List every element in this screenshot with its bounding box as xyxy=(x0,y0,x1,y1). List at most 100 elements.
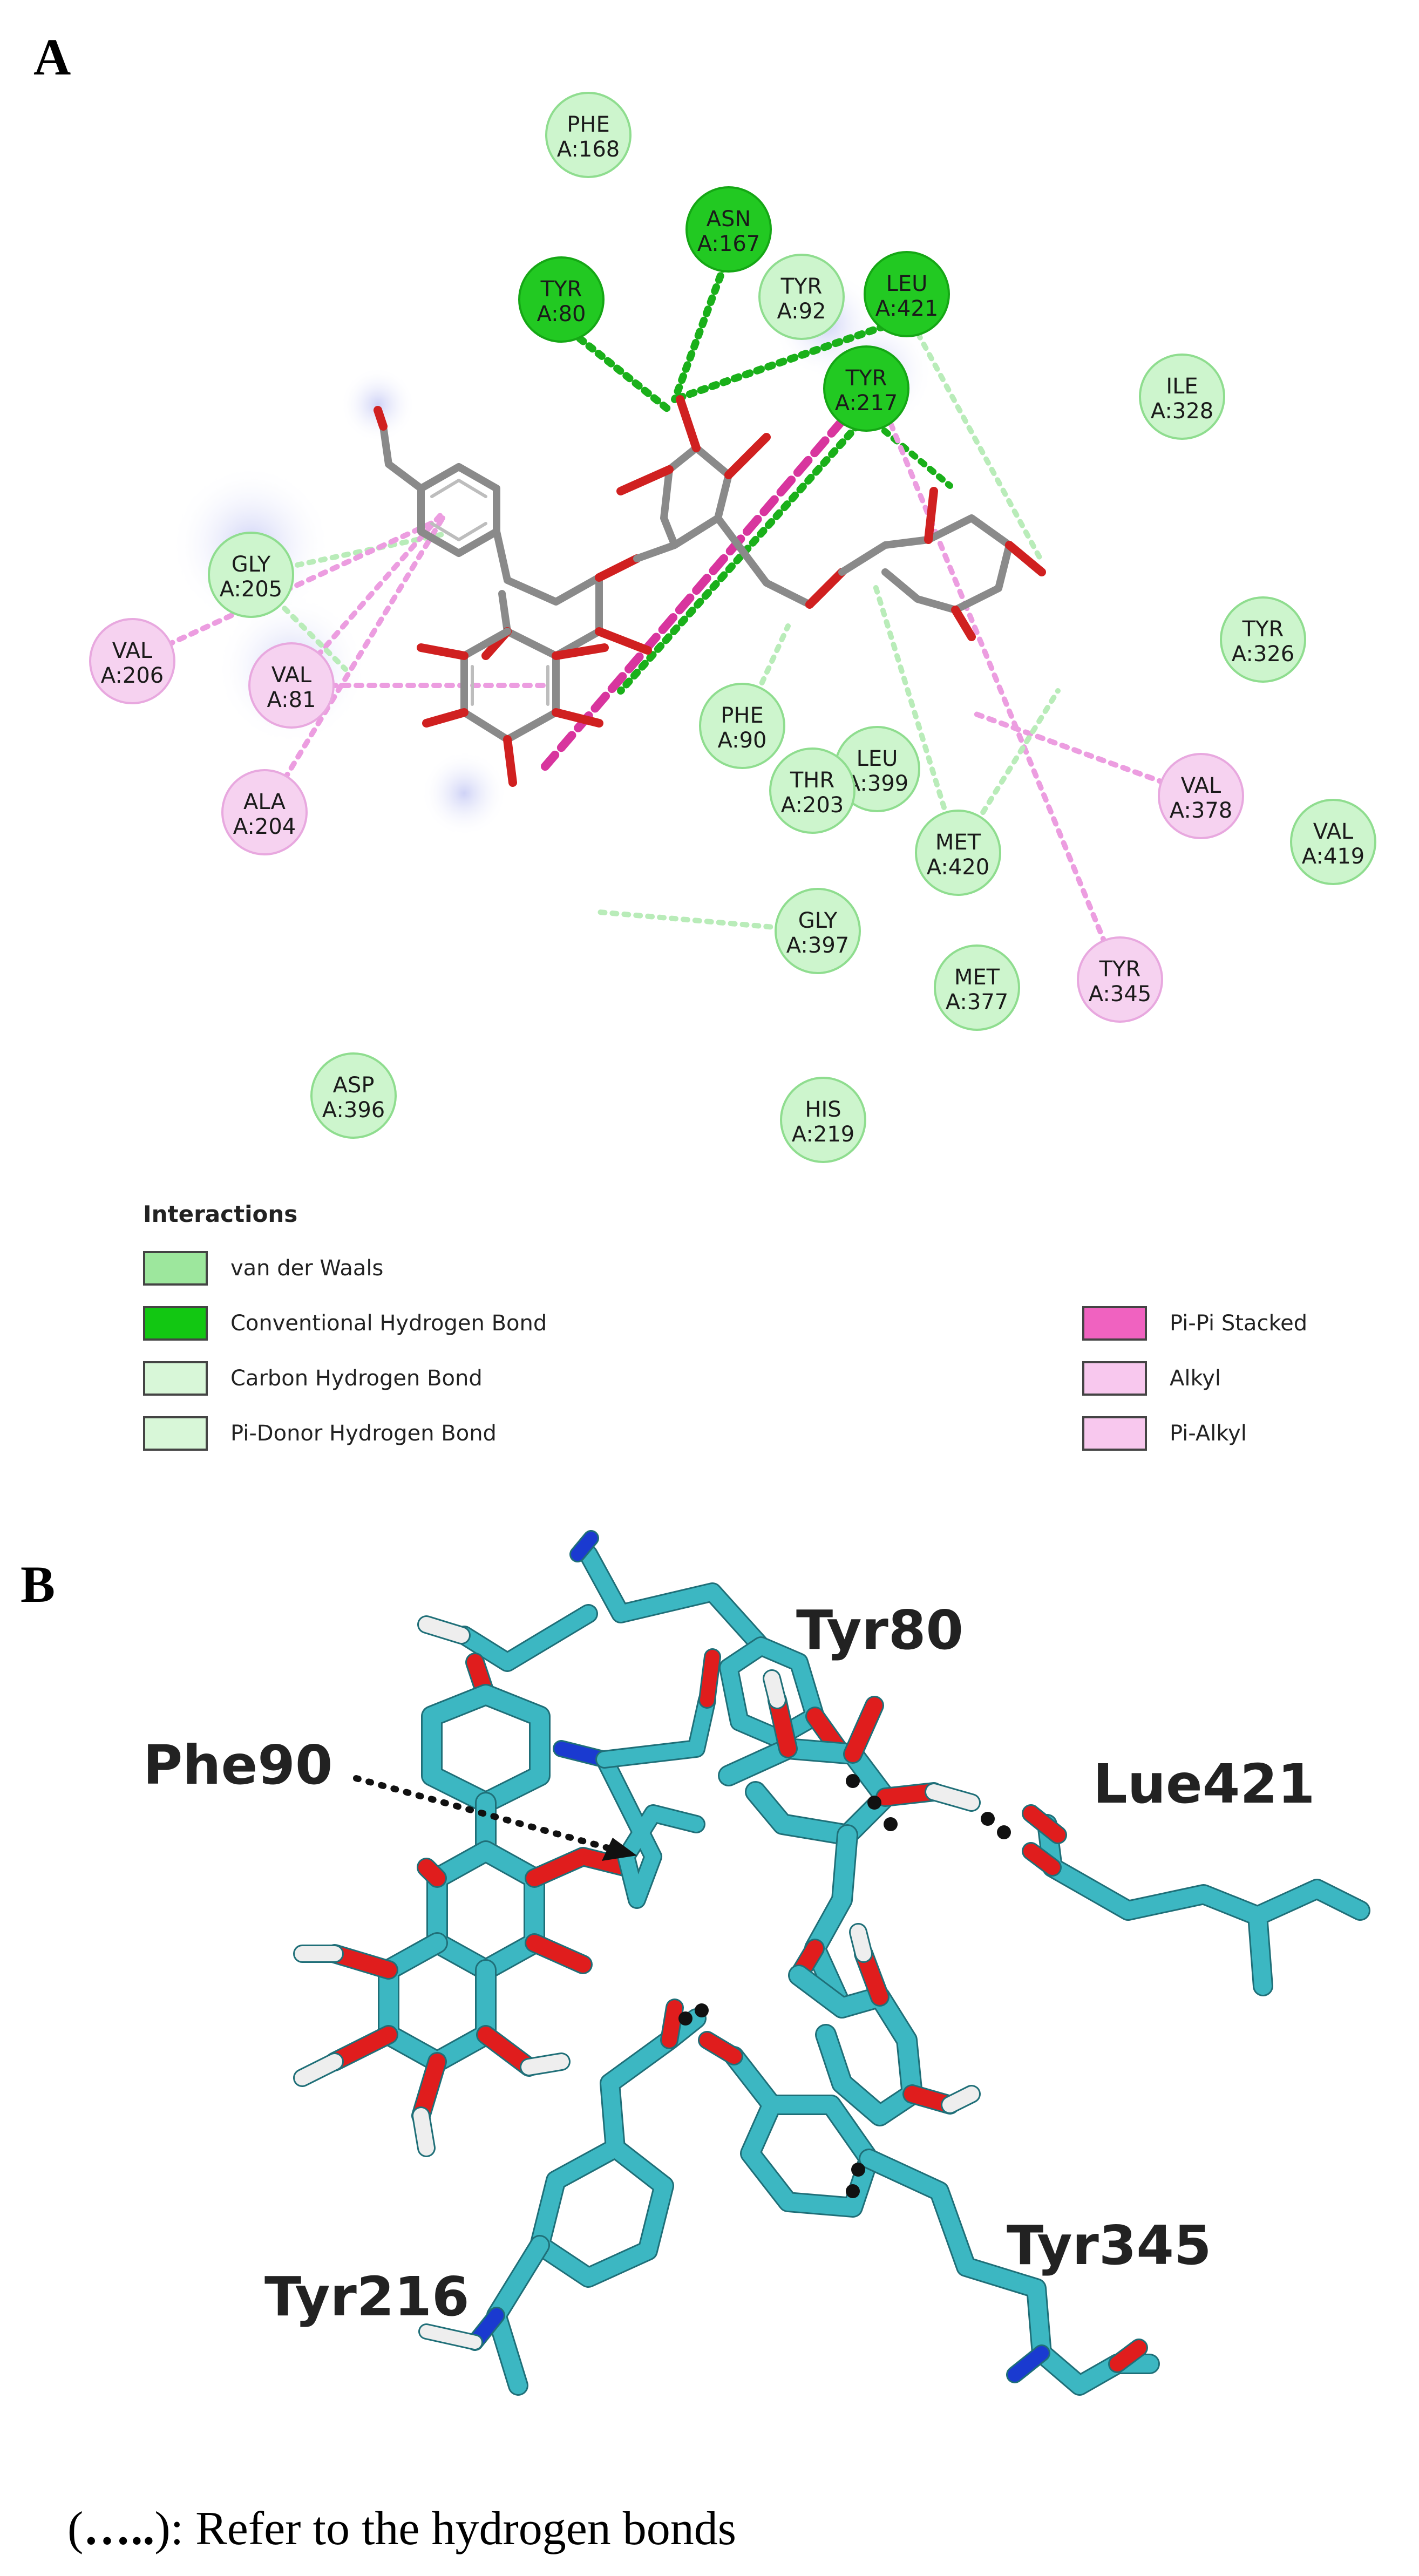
hbond-dot xyxy=(884,1817,898,1831)
residue-discs: PHEA:168ASNA:167TYRA:80TYRA:92LEUA:421TY… xyxy=(89,92,1376,1163)
interaction-legend: Interactions van der Waals Conventional … xyxy=(135,1201,1344,1451)
legend-label: van der Waals xyxy=(230,1256,384,1281)
legend-swatch xyxy=(143,1416,208,1451)
sugar-1-oh-2 xyxy=(845,1697,882,1762)
residue-disc xyxy=(769,747,856,834)
hbond-dot xyxy=(695,2003,709,2017)
residue-name: TYR xyxy=(845,366,887,391)
legend-swatch xyxy=(1082,1361,1147,1396)
residue-position: A:219 xyxy=(792,1122,854,1147)
residue-name: ASP xyxy=(333,1073,375,1098)
tyr80-backbone xyxy=(580,1546,769,1654)
sugar-1-oxygen-2 xyxy=(676,395,701,452)
residue-position: A:397 xyxy=(786,933,849,958)
residue-disc xyxy=(1158,753,1244,839)
residue-name: VAL xyxy=(1181,773,1221,798)
residue-disc xyxy=(934,944,1020,1031)
hbond-dot xyxy=(678,2011,692,2026)
glycosidic-oxygen xyxy=(805,568,846,609)
c4-carbonyl xyxy=(595,627,652,655)
c3-oxygen xyxy=(595,554,641,582)
residue-position: A:420 xyxy=(927,855,989,880)
residue-name: VAL xyxy=(112,638,153,663)
residue-name: PHE xyxy=(721,703,763,728)
stick-model xyxy=(293,1530,1370,2396)
residue-disc xyxy=(518,256,605,343)
residue-position: A:204 xyxy=(233,814,296,839)
residue-name: ALA xyxy=(243,790,286,814)
a-ring xyxy=(460,628,560,743)
label-tyr216: Tyr216 xyxy=(264,2265,470,2328)
residue-name: MET xyxy=(935,830,981,855)
legend-item-alkyl: Alkyl xyxy=(1082,1358,1221,1398)
residue-position: A:81 xyxy=(267,688,316,712)
residue-position: A:399 xyxy=(846,771,908,796)
hbond-asn167 xyxy=(671,250,732,403)
sugar-1 xyxy=(719,1739,894,1844)
a-oh-1 xyxy=(327,1946,397,1978)
residue-disc xyxy=(248,642,335,729)
label-lue421: Lue421 xyxy=(1093,1752,1315,1816)
hbond-dot xyxy=(867,1796,881,1810)
residue-disc xyxy=(545,92,632,178)
tyr345-nitrogen xyxy=(1008,2346,1049,2382)
legend-item-pi-donor-hbond: Pi-Donor Hydrogen Bond xyxy=(143,1413,497,1453)
hydrogen-10 xyxy=(420,2325,481,2349)
tyr216-oxygen xyxy=(662,2000,682,2048)
residue-disc xyxy=(1139,354,1225,440)
residue-disc xyxy=(758,254,845,340)
ligand-c-ring xyxy=(428,1842,544,1979)
caption-open: ( xyxy=(67,2503,84,2555)
residue-name: TYR xyxy=(780,274,823,299)
residue-position: A:419 xyxy=(1302,844,1364,869)
hydrogen-8 xyxy=(851,1925,871,1961)
residue-disc xyxy=(1077,936,1163,1023)
sugar-2-oxygen-3 xyxy=(951,606,976,641)
pi-pi-tyr217 xyxy=(541,417,846,771)
a-oh-3 xyxy=(413,2054,445,2124)
docking-3d-view: Tyr80 Phe90 Lue421 Tyr216 Tyr345 xyxy=(143,1530,1370,2396)
legend-item-pi-alkyl: Pi-Alkyl xyxy=(1082,1413,1247,1453)
vdw-met420 xyxy=(872,580,961,855)
a-ring-oh-2 xyxy=(422,708,469,728)
residue-name: ASN xyxy=(707,207,751,232)
residue-position: A:92 xyxy=(777,299,826,324)
residue-position: A:90 xyxy=(717,728,766,753)
sugar-2-oxygen-1 xyxy=(924,487,938,544)
legend-label: Carbon Hydrogen Bond xyxy=(230,1366,483,1391)
label-phe90: Phe90 xyxy=(143,1734,332,1797)
c-ring xyxy=(493,528,603,660)
residue-disc xyxy=(775,888,861,974)
residue-name: GLY xyxy=(232,552,271,577)
ligand-c-oxygen xyxy=(418,1859,445,1886)
residue-disc xyxy=(1290,799,1376,885)
hbond-dot xyxy=(846,2184,860,2198)
legend-swatch xyxy=(143,1306,208,1341)
residue-position: A:80 xyxy=(537,302,586,327)
hbond-tyr80 xyxy=(846,1774,898,1831)
ch-leu421 xyxy=(904,310,1044,564)
panel-b-letter: B xyxy=(21,1555,56,1613)
hbond-dot xyxy=(997,1825,1011,1839)
sugar-2 xyxy=(790,1966,921,2125)
residue-name: ILE xyxy=(1166,374,1198,399)
vdw-met420-b xyxy=(955,688,1061,855)
residue-position: A:345 xyxy=(1089,982,1151,1007)
residue-disc xyxy=(864,251,950,337)
hbond-tyr345 xyxy=(846,2163,865,2198)
residue-position: A:326 xyxy=(1232,642,1294,667)
phe90-oxygen xyxy=(700,1650,719,1707)
hbond-dot xyxy=(851,2163,865,2177)
sugar-linker xyxy=(714,514,813,608)
residue-disc xyxy=(310,1052,397,1139)
phe90-backbone xyxy=(597,1693,715,1767)
alkyl-tyr345 xyxy=(882,407,1123,982)
